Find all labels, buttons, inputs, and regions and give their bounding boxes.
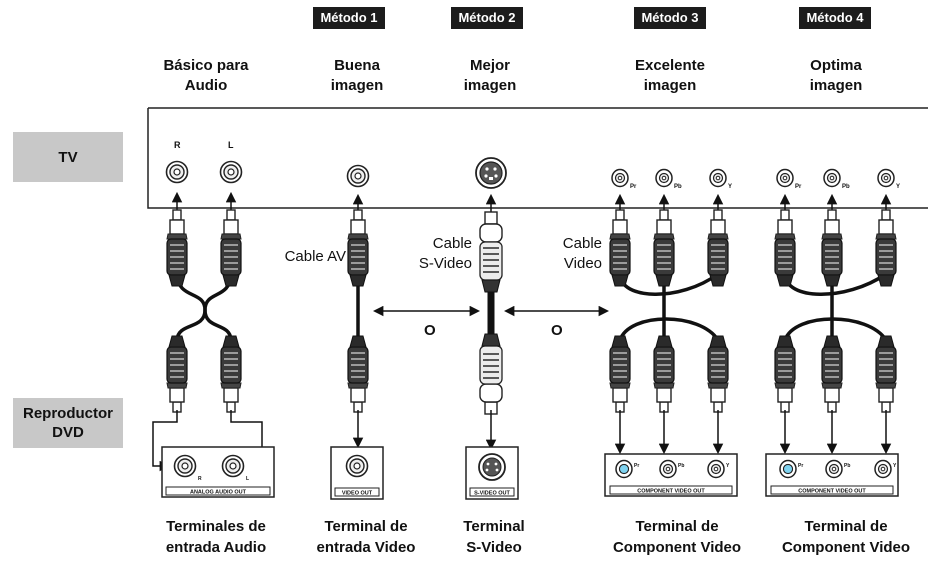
column-title-line: Optima: [810, 57, 862, 74]
column-title-line: Mejor: [469, 57, 510, 74]
column-title-optimal: Optima imagen: [766, 56, 906, 96]
tv-jack-l-label: L: [228, 140, 234, 150]
component-video-out-label-4: COMPONENT VIDEO OUT: [798, 489, 866, 495]
dvd-jack-pb-3-label: Pb: [678, 463, 684, 469]
column-title-line: imagen: [809, 77, 863, 94]
method-2-badge: Método 2: [451, 7, 523, 29]
tv-jack-r-label: R: [174, 140, 181, 150]
method-4-badge: Método 4: [799, 7, 871, 29]
or-label-2: O: [551, 322, 563, 339]
tv-jack-y-3-label: Y: [728, 184, 732, 190]
bottom-label-line: Terminales de: [166, 518, 266, 535]
analog-audio-out-panel: [161, 446, 275, 498]
component-video-out-panel-4: [765, 453, 899, 497]
tv-jack-r: [165, 160, 189, 184]
tv-jack-y-4-label: Y: [896, 184, 900, 190]
tv-jack-svideo: [475, 157, 507, 189]
tv-back-panel: [147, 107, 928, 209]
dvd-jack-y-4-label: Y: [893, 463, 897, 469]
tv-jack-y-3: [709, 168, 727, 188]
analog-audio-out-label: ANALOG AUDIO OUT: [190, 490, 247, 496]
dvd-jack-r-label: R: [198, 476, 202, 482]
bottom-label-component-3: Terminal de Component Video: [597, 516, 757, 558]
bottom-label-line: entrada Video: [316, 539, 416, 556]
column-title-excellent: Excelente imagen: [600, 56, 740, 96]
dvd-jack-pb-4-label: Pb: [844, 463, 850, 469]
tv-jack-pb-4-label: Pb: [842, 184, 850, 190]
method-3-badge: Método 3: [634, 7, 706, 29]
column-title-line: Básico para: [163, 57, 249, 74]
cable-label-line: S-Video: [418, 255, 472, 272]
column-title-better: Mejor imagen: [420, 56, 560, 96]
tv-label: TV: [13, 132, 123, 182]
method-1-badge: Método 1: [313, 7, 385, 29]
column-title-line: Buena: [334, 57, 380, 74]
dvd-label-line: Reproductor: [23, 405, 113, 422]
cable-label-line: Cable: [432, 235, 472, 252]
tv-jack-pb-4: [823, 168, 841, 188]
bottom-label-svideo: Terminal S-Video: [414, 516, 574, 558]
column-title-line: Audio: [184, 77, 228, 94]
component-video-out-panel-3: [604, 453, 738, 497]
bottom-label-line: Terminal de: [324, 518, 408, 535]
tv-jack-pr-4-label: Pr: [795, 184, 802, 190]
bottom-label-line: Terminal: [463, 518, 525, 535]
column-title-audio: Básico para Audio: [136, 56, 276, 96]
dvd-jack-pr-4-label: Pr: [798, 463, 803, 469]
column-title-good: Buena imagen: [287, 56, 427, 96]
bottom-label-line: S-Video: [466, 539, 522, 556]
cable-label-line: Video: [563, 255, 602, 272]
tv-jack-pb-3-label: Pb: [674, 184, 682, 190]
bottom-label-line: Terminal de: [804, 518, 888, 535]
component-video-out-label-3: COMPONENT VIDEO OUT: [637, 489, 705, 495]
tv-jack-video: [346, 164, 370, 188]
or-label-1: O: [424, 322, 436, 339]
tv-jack-y-4: [877, 168, 895, 188]
dvd-player-label: Reproductor DVD: [13, 398, 123, 448]
cable-label-line: Cable: [562, 235, 602, 252]
tv-jack-pb-3: [655, 168, 673, 188]
bottom-label-audio: Terminales de entrada Audio: [136, 516, 296, 558]
svideo-out-panel: [465, 446, 519, 500]
dvd-jack-pr-3-label: Pr: [634, 463, 639, 469]
dvd-jack-y-3-label: Y: [726, 463, 730, 469]
bottom-label-line: Terminal de: [635, 518, 719, 535]
video-out-label: VIDEO OUT: [342, 491, 373, 497]
tv-jack-pr-3-label: Pr: [630, 184, 637, 190]
cable-av-label: Cable AV: [284, 248, 346, 265]
column-title-line: Excelente: [634, 57, 706, 74]
cable-svideo-label: Cable S-Video: [400, 234, 472, 274]
cable-video-label: Cable Video: [540, 234, 602, 274]
column-title-line: imagen: [643, 77, 697, 94]
tv-jack-l: [219, 160, 243, 184]
tv-jack-pr-4: [776, 168, 794, 188]
svideo-out-label: S-VIDEO OUT: [474, 491, 510, 497]
bottom-label-line: Component Video: [781, 539, 911, 556]
bottom-label-video: Terminal de entrada Video: [286, 516, 446, 558]
dvd-label-line: DVD: [52, 424, 84, 441]
column-title-line: imagen: [330, 77, 384, 94]
tv-jack-pr-3: [611, 168, 629, 188]
video-out-panel: [330, 446, 384, 500]
bottom-label-component-4: Terminal de Component Video: [766, 516, 926, 558]
bottom-label-line: Component Video: [612, 539, 742, 556]
bottom-label-line: entrada Audio: [165, 539, 267, 556]
dvd-jack-l-label: L: [246, 476, 249, 482]
column-title-line: imagen: [463, 77, 517, 94]
